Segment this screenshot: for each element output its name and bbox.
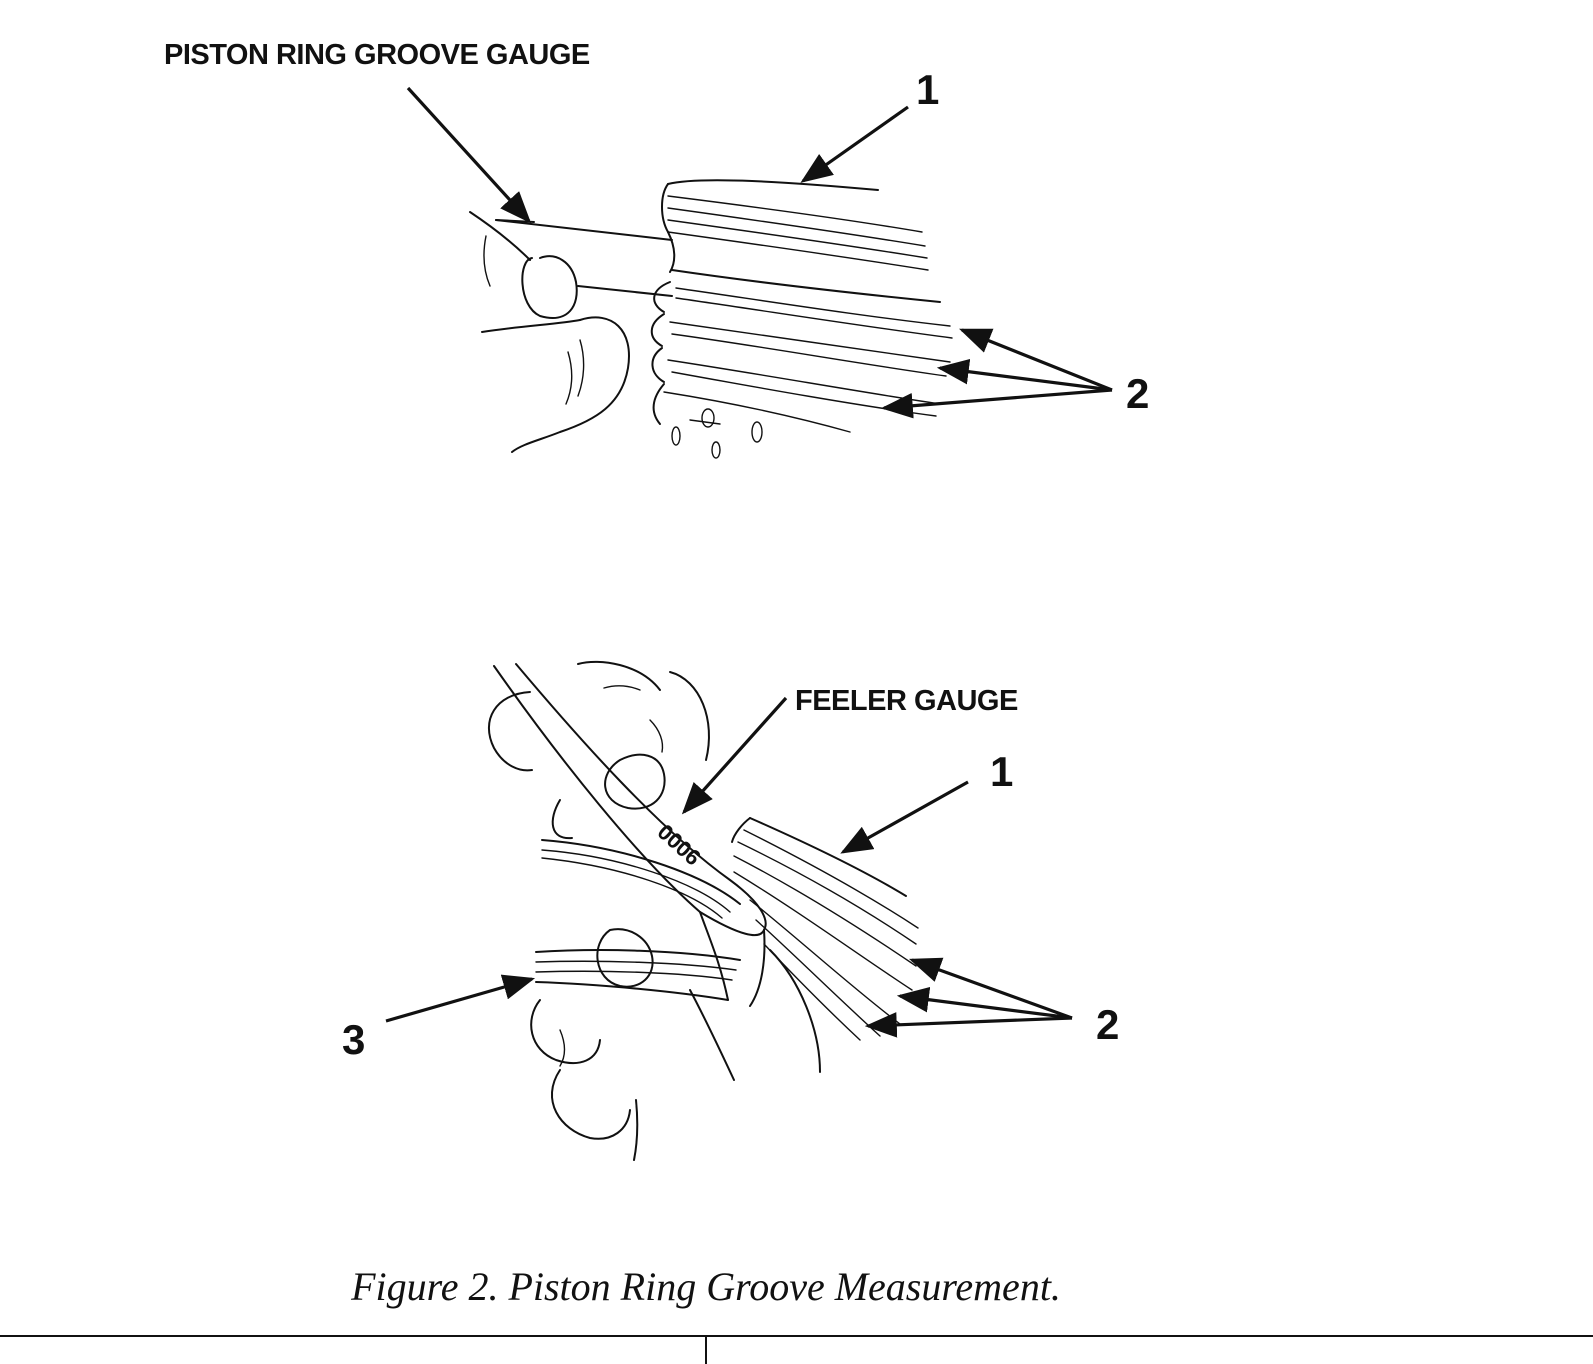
piston-drawing-top xyxy=(650,179,953,459)
hand-drawing-top xyxy=(469,211,630,453)
leader-bottom-2a xyxy=(908,957,1073,1020)
leader-top-2a xyxy=(959,328,1113,392)
leader-bottom-3 xyxy=(385,974,536,1023)
leader-bottom-1 xyxy=(840,780,969,854)
label-feeler-gauge: FEELER GAUGE xyxy=(795,685,1018,717)
leader-top-2c xyxy=(880,388,1113,419)
feeler-gauge-marking: 0006 xyxy=(653,819,706,870)
callout-bottom-1: 1 xyxy=(990,748,1013,795)
top-illustration xyxy=(469,179,953,459)
callout-bottom-2: 2 xyxy=(1096,1001,1119,1048)
callout-top-1: 1 xyxy=(916,66,939,113)
leader-bottom-gauge xyxy=(681,696,788,815)
feeler-gauge-drawing: 0006 xyxy=(493,663,767,1007)
leader-bottom-2b xyxy=(896,986,1073,1020)
leader-top-2b xyxy=(936,358,1113,392)
leader-bottom-2c xyxy=(864,1012,1073,1038)
label-piston-ring-groove-gauge: PISTON RING GROOVE GAUGE xyxy=(164,39,590,71)
figure-caption: Figure 2. Piston Ring Groove Measurement… xyxy=(350,1264,1061,1309)
leader-top-1 xyxy=(800,105,909,183)
callout-bottom-3: 3 xyxy=(342,1016,365,1063)
callout-top-2: 2 xyxy=(1126,370,1149,417)
hand-drawing-bottom xyxy=(488,660,735,1161)
bottom-illustration: 0006 xyxy=(488,660,919,1161)
piston-drawing-bottom xyxy=(731,817,919,1073)
leader-top-gauge xyxy=(406,86,532,224)
